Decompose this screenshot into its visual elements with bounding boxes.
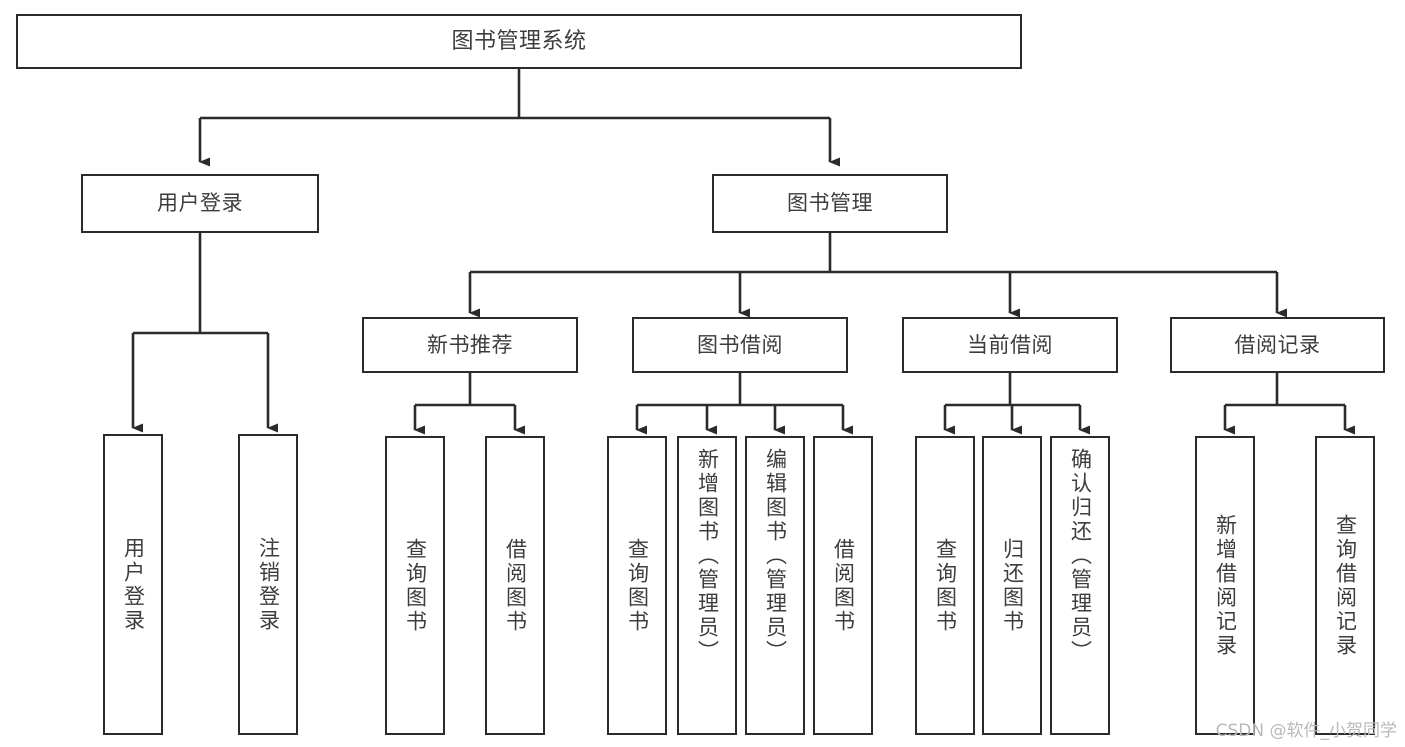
node-label: 查询图书 [403,537,428,634]
leaf-book-borrow-borrow-books[interactable]: 借阅图书 [813,436,873,735]
node-label: 图书管理系统 [451,28,587,54]
node-new-book-recommendation[interactable]: 新书推荐 [362,317,578,373]
node-label: 确认归还（管理员） [1068,448,1093,664]
node-user-login[interactable]: 用户登录 [81,174,319,233]
leaf-current-borrow-confirm-return-admin[interactable]: 确认归还（管理员） [1050,436,1110,735]
node-book-borrowing[interactable]: 图书借阅 [632,317,848,373]
node-borrowing-record[interactable]: 借阅记录 [1170,317,1385,373]
node-label: 查询图书 [625,537,650,634]
watermark-text: CSDN @软件_小贺同学 [1215,721,1397,741]
node-current-borrowing[interactable]: 当前借阅 [902,317,1118,373]
node-label: 新增图书（管理员） [695,448,720,664]
leaf-borrow-record-query-record[interactable]: 查询借阅记录 [1315,436,1375,735]
node-label: 注销登录 [256,536,281,633]
node-label: 图书管理 [787,191,873,216]
leaf-user-login-logout[interactable]: 注销登录 [238,434,298,735]
node-label: 新书推荐 [427,332,513,357]
leaf-borrow-record-add-record[interactable]: 新增借阅记录 [1195,436,1255,735]
node-label: 借阅图书 [831,537,856,634]
node-label: 图书借阅 [697,332,783,357]
leaf-book-borrow-query-books[interactable]: 查询图书 [607,436,667,735]
node-label: 归还图书 [1000,537,1025,634]
node-root-book-management-system[interactable]: 图书管理系统 [16,14,1022,69]
node-label: 当前借阅 [967,332,1053,357]
node-label: 查询借阅记录 [1333,513,1358,658]
node-label: 编辑图书（管理员） [763,448,788,664]
leaf-new-book-borrow-books[interactable]: 借阅图书 [485,436,545,735]
leaf-book-borrow-edit-book-admin[interactable]: 编辑图书（管理员） [745,436,805,735]
node-book-management[interactable]: 图书管理 [712,174,948,233]
node-label: 查询图书 [933,537,958,634]
node-label: 新增借阅记录 [1213,513,1238,658]
leaf-current-borrow-query-books[interactable]: 查询图书 [915,436,975,735]
leaf-book-borrow-add-book-admin[interactable]: 新增图书（管理员） [677,436,737,735]
node-label: 借阅图书 [503,537,528,634]
leaf-user-login-login[interactable]: 用户登录 [103,434,163,735]
node-label: 用户登录 [157,191,243,216]
leaf-current-borrow-return-books[interactable]: 归还图书 [982,436,1042,735]
node-label: 借阅记录 [1234,332,1321,357]
leaf-new-book-query-books[interactable]: 查询图书 [385,436,445,735]
node-label: 用户登录 [121,536,146,633]
